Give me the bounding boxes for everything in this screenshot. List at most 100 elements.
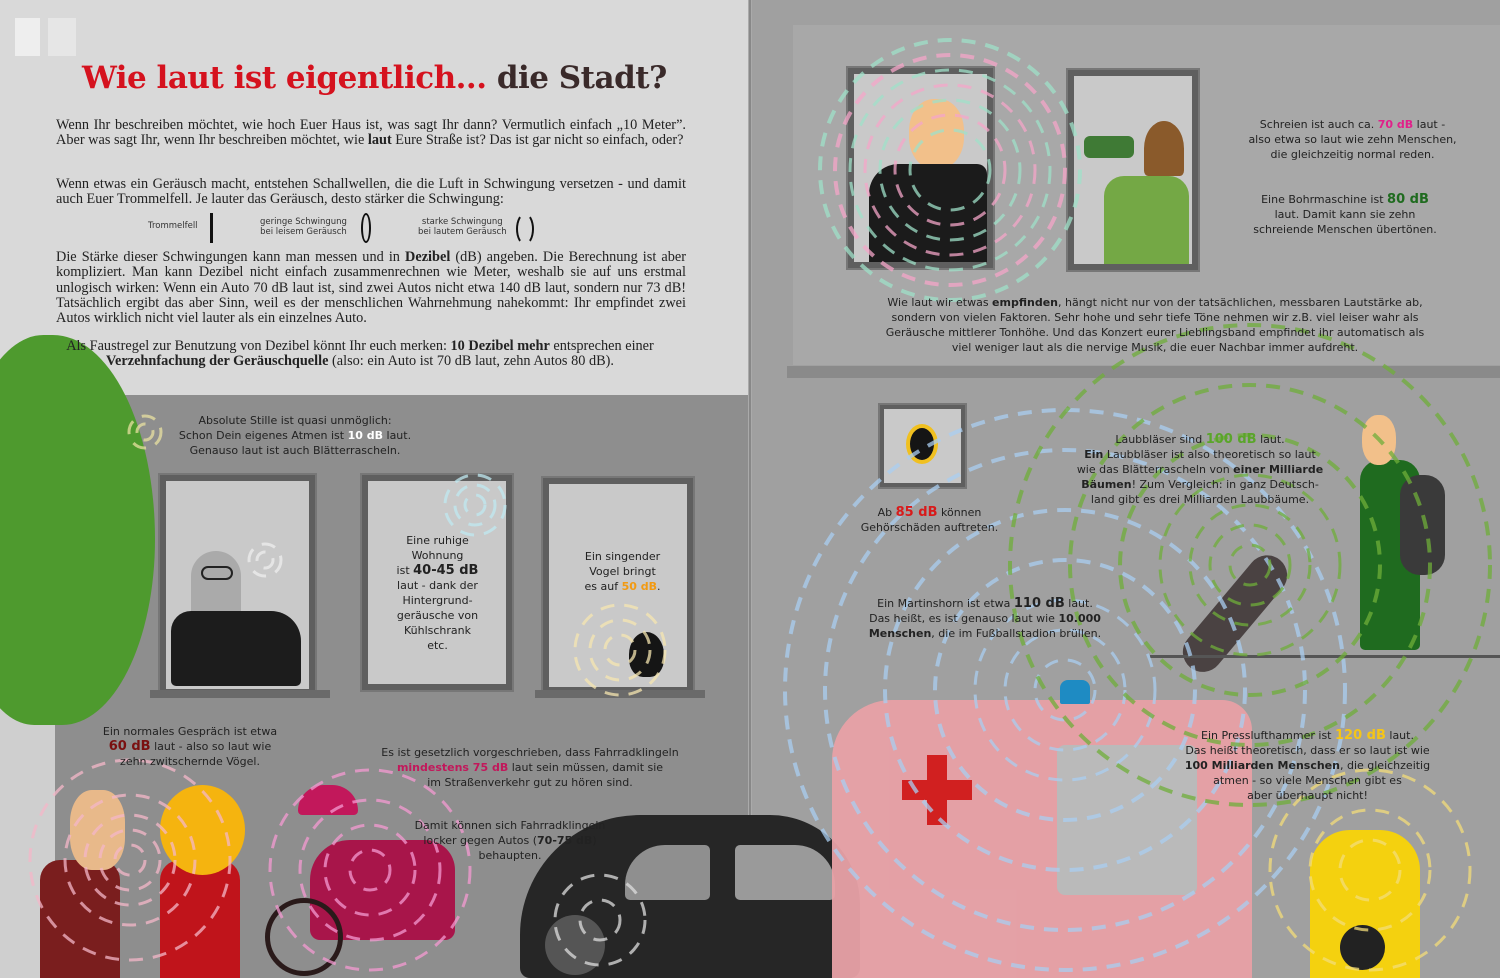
text: laut. — [1256, 433, 1285, 446]
db-value: 10 dB — [347, 429, 384, 442]
stairs-line — [1150, 655, 1500, 658]
text: atmen - so viele Menschen gibt es — [1213, 774, 1402, 787]
text: Das heißt theoretisch, dass er so laut i… — [1185, 744, 1430, 757]
text: starke Schwingung — [421, 217, 503, 227]
blower-backpack — [1400, 475, 1445, 575]
text: , hängt nicht nur von der tatsächlichen,… — [1058, 296, 1423, 309]
text: bei leisem Geräusch — [260, 227, 347, 237]
text: ) — [592, 834, 597, 847]
drill-icon — [1084, 136, 1134, 158]
caption-bird-50db: Ein singender Vogel bringt es auf 50 dB. — [560, 549, 685, 594]
text: Die Stärke dieser Schwingungen kann man … — [56, 249, 406, 265]
text: zehn zwitschernde Vögel. — [120, 755, 260, 768]
bold-text: Bäumen — [1081, 478, 1132, 491]
caption-perception: Wie laut wir etwas empfinden, hängt nich… — [855, 295, 1455, 355]
text: wie das Blätterrascheln von — [1076, 463, 1234, 476]
text: Ein normales Gespräch ist etwa — [102, 725, 278, 738]
text: Das heißt, es ist genauso laut wie — [869, 612, 1059, 625]
text: schreiende Menschen übertönen. — [1253, 223, 1437, 236]
bold-text: 10 Dezibel mehr — [450, 338, 550, 354]
building-ledge — [787, 366, 1500, 378]
woman-red-illustration — [160, 860, 240, 978]
db-value: 85 dB — [895, 505, 938, 520]
caption-drill-80db: Eine Bohrmaschine ist 80 dB laut. Damit … — [1235, 192, 1455, 237]
text: , die im Fußballstadion brüllen. — [931, 627, 1102, 640]
woman-yellow-hair — [160, 785, 245, 875]
left-page-top-panel — [0, 0, 750, 395]
text: Ein singender — [584, 550, 661, 563]
text: aber überhaupt nicht! — [1247, 789, 1368, 802]
title-dark: die Stadt? — [486, 60, 667, 96]
text: laut. — [1385, 729, 1414, 742]
text: die gleichzeitig normal reden. — [1270, 148, 1435, 161]
text: Wenn Ihr beschreiben möchtet, wie hoch E… — [56, 117, 686, 149]
bold-text: einer Milliarde — [1233, 463, 1324, 476]
window-sill — [535, 690, 705, 698]
db-value: 40-45 dB — [413, 563, 479, 578]
db-value: 120 dB — [1335, 728, 1386, 743]
text: laut - dank der — [397, 579, 478, 592]
bold-text: laut — [367, 132, 392, 149]
db-value: 110 dB — [1013, 596, 1065, 611]
picture-frame-bird-headphones — [878, 403, 967, 489]
db-value: 70-75 dB — [537, 834, 593, 847]
intro-paragraph-2: Wenn etwas ein Geräusch macht, entstehen… — [56, 176, 686, 208]
bold-text: 10.000 — [1058, 612, 1101, 625]
caption-hearing-damage-85db: Ab 85 dB können Gehörschäden auftreten. — [852, 505, 1007, 535]
caption-jackhammer-120db: Ein Presslufthammer ist 120 dB laut. Das… — [1165, 728, 1450, 803]
title-red: Wie laut ist eigentlich... — [82, 60, 487, 96]
text: es auf — [584, 580, 622, 593]
text: laut. — [383, 429, 412, 442]
siren-light-icon — [1060, 680, 1090, 704]
db-value: 60 dB — [108, 739, 151, 754]
text: Schon Dein eigenes Atmen ist — [178, 429, 348, 442]
text: laut. Damit kann sie zehn — [1274, 208, 1416, 221]
woman-illustration — [191, 551, 241, 621]
text: Es ist gesetzlich vorgeschrieben, dass F… — [381, 746, 679, 759]
window-screaming-man — [846, 66, 995, 270]
text: land gibt es drei Milliarden Laubbäume. — [1090, 493, 1310, 506]
bicycle-wheel — [265, 898, 343, 976]
text: etc. — [427, 639, 448, 652]
woman-green-sweater — [1104, 176, 1189, 264]
car-wheel — [545, 915, 605, 975]
text: Hintergrund- — [402, 594, 473, 607]
text: laut. — [1064, 597, 1093, 610]
man-black-sweater — [869, 164, 987, 262]
text: Schreien ist auch ca. — [1259, 118, 1378, 131]
text: Ein Presslufthammer ist — [1201, 729, 1335, 742]
text: (dB) angeben. Die Berechnung ist aber ko… — [56, 249, 686, 327]
text: laut - — [1413, 118, 1446, 131]
window-drill-woman — [1066, 68, 1200, 272]
text: Genauso laut ist auch Blätterrascheln. — [189, 444, 401, 457]
red-cross-icon — [902, 780, 972, 800]
text: Wie laut wir etwas — [887, 296, 993, 309]
text: Eine ruhige — [406, 534, 469, 547]
text: Absolute Stille ist quasi unmöglich: — [198, 414, 392, 427]
diagram-label-eardrum: Trommelfell — [148, 221, 198, 231]
caption-bell-vs-cars: Damit können sich Fahrradklingeln locker… — [395, 818, 625, 863]
text: Wohnung — [411, 549, 464, 562]
man-head — [70, 790, 125, 870]
window-sill — [150, 690, 330, 698]
text: können — [937, 506, 982, 519]
text: laut - also so laut wie — [150, 740, 272, 753]
text: geringe Schwingung — [260, 217, 347, 227]
caption-quiet-flat-40-45db: Eine ruhige Wohnung ist 40-45 dB laut - … — [375, 533, 500, 653]
text: , die gleichzeitig — [1339, 759, 1431, 772]
man-illustration — [40, 860, 120, 978]
text: geräusche von — [396, 609, 479, 622]
caption-leaf-blower-100db: Laubbläser sind 100 dB laut. Ein Laubblä… — [1055, 432, 1345, 507]
caption-siren-110db: Ein Martinshorn ist etwa 110 dB laut. Da… — [855, 596, 1115, 641]
db-value: mindestens 75 dB — [396, 761, 509, 774]
text: (also: ein Auto ist 70 dB laut, zehn Aut… — [328, 353, 614, 370]
caption-silence-10db: Absolute Stille ist quasi unmöglich: Sch… — [150, 413, 440, 458]
woman-hair — [1144, 121, 1184, 176]
text: viel weniger laut als die nervige Musik,… — [951, 341, 1359, 354]
man-head — [909, 99, 964, 169]
text: sondern von vielen Faktoren. Sehr hohe u… — [891, 311, 1419, 324]
blackbird-illustration — [629, 632, 664, 677]
